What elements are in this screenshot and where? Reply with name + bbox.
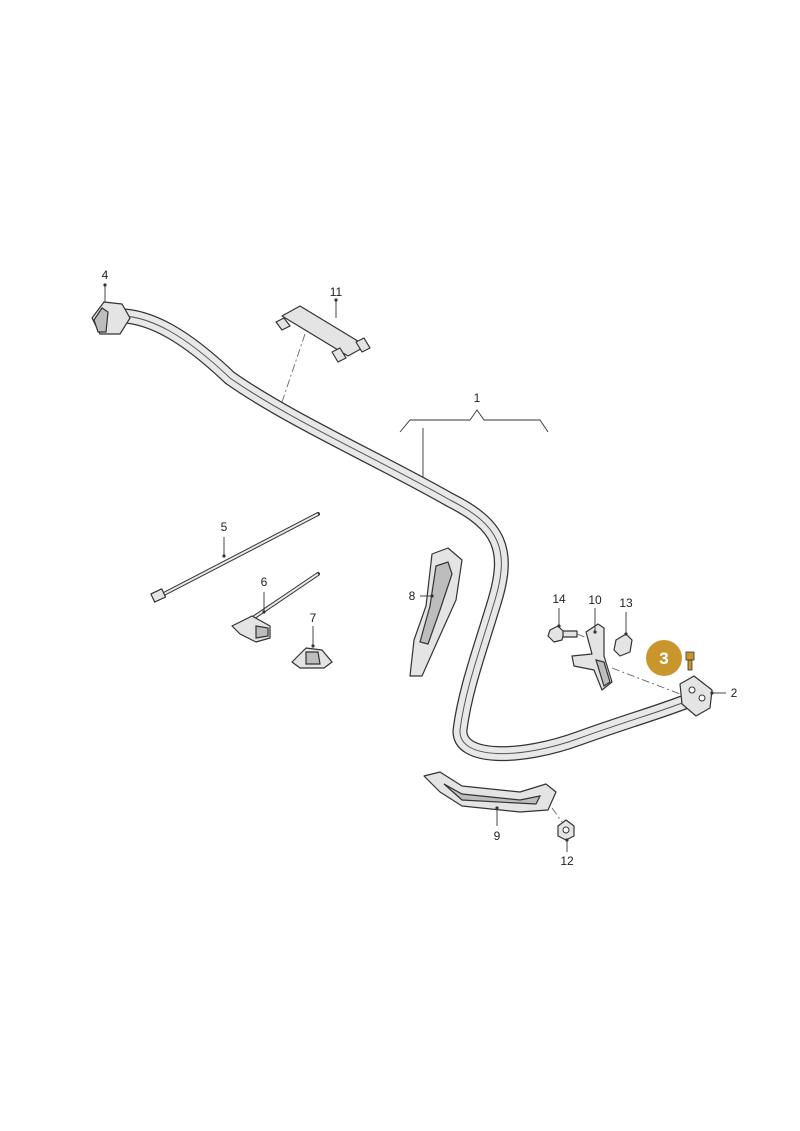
callout-7: 7 [310, 611, 317, 625]
bracket-part-11 [275, 298, 371, 403]
cable-tie-part-5 [150, 512, 320, 603]
callout-2: 2 [731, 686, 738, 700]
clip-part-13 [613, 612, 633, 657]
connector-part-4 [91, 283, 131, 335]
bolt-part-14 [547, 608, 593, 643]
callout-6: 6 [261, 575, 268, 589]
callout-8: 8 [409, 589, 416, 603]
callout-3: 3 [659, 649, 668, 668]
callout-11: 11 [330, 285, 343, 299]
callout-12: 12 [560, 854, 574, 868]
highlight-badge-part-3: 3 [646, 640, 682, 676]
connector-part-2 [611, 667, 726, 717]
callout-9: 9 [494, 829, 501, 843]
callout-labels: 1 2 4 5 6 7 8 9 10 11 12 13 14 [102, 268, 738, 868]
hose-assembly [102, 308, 698, 762]
hose-divider [109, 315, 691, 755]
cable-tie-part-6 [231, 572, 320, 643]
callout-10: 10 [588, 593, 602, 607]
callout-5: 5 [221, 520, 228, 534]
leader-part-1 [399, 409, 549, 478]
callout-13: 13 [619, 596, 633, 610]
guide-part-9 [423, 771, 557, 826]
callout-4: 4 [102, 268, 109, 282]
callout-14: 14 [552, 592, 566, 606]
screw-part-3 [685, 651, 695, 671]
callout-1: 1 [474, 391, 481, 405]
bracket-part-10 [571, 608, 613, 691]
clip-part-7 [291, 626, 333, 669]
nut-part-12 [551, 807, 575, 852]
guide-part-8 [409, 547, 463, 677]
